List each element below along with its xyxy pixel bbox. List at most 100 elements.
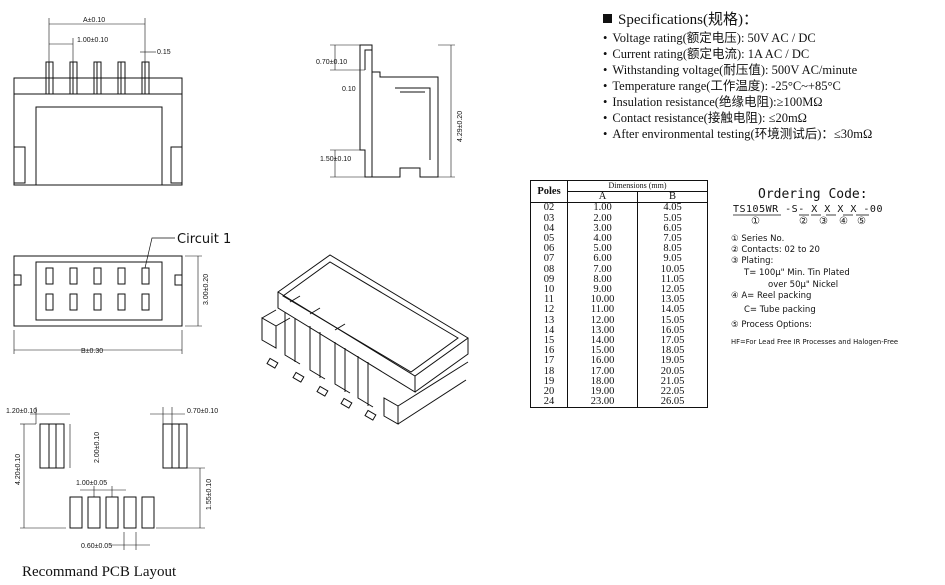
top-dim-pin-width: 0.15	[157, 49, 171, 56]
option-plating: ③ Plating:	[731, 256, 774, 266]
b-cell: 6.05	[637, 223, 708, 235]
side-dim-base: 1.50±0.10	[320, 156, 351, 163]
b-cell: 16.05	[637, 325, 708, 337]
b-cell: 19.05	[637, 356, 708, 367]
a-cell: 23.00	[567, 397, 638, 409]
column-a-header: A	[567, 191, 638, 204]
option-contacts: ② Contacts: 02 to 20	[731, 245, 820, 255]
option-plating-nickel: over 50μ" Nickel	[768, 280, 839, 290]
top-view-drawing	[13, 18, 183, 186]
specifications-block: Specifications(规格)： Voltage rating(额定电压)…	[603, 12, 943, 142]
spec-current: Current rating(额定电流): 1A AC / DC	[603, 46, 943, 62]
side-view-drawing	[330, 44, 455, 178]
pcb-layout-drawing	[20, 407, 205, 550]
spec-temperature: Temperature range(工作温度): -25°C~+85°C	[603, 78, 943, 94]
column-b-header: B	[637, 191, 708, 204]
code-underlines	[733, 214, 869, 216]
spec-insulation: Insulation resistance(绝缘电阻):≥100MΩ	[603, 94, 943, 110]
circuit-1-label: Circuit 1	[177, 232, 231, 247]
pole-cell: 24	[530, 397, 568, 409]
spec-withstanding-voltage: Withstanding voltage(耐压值): 500V AC/minut…	[603, 62, 943, 78]
spec-voltage: Voltage rating(额定电压): 50V AC / DC	[603, 30, 943, 46]
b-cell: 18.05	[637, 345, 708, 357]
pcb-dim-left-pad: 1.20±0.10	[6, 408, 37, 415]
b-cell: 13.05	[637, 294, 708, 306]
option-process: ⑤ Process Options:	[731, 320, 812, 330]
b-cell: 21.05	[637, 376, 708, 388]
b-cell: 26.05	[637, 397, 708, 409]
b-cell: 9.05	[637, 254, 708, 265]
b-cell: 20.05	[637, 366, 708, 377]
pcb-dim-total-height: 4.20±0.10	[15, 454, 22, 485]
top-dim-a: A±0.10	[83, 17, 105, 24]
b-cell: 8.05	[637, 243, 708, 255]
specifications-list: Voltage rating(额定电压): 50V AC / DC Curren…	[603, 30, 943, 142]
marker-4: ④	[839, 216, 848, 227]
b-cell: 10.05	[637, 264, 708, 275]
spec-after-testing: After environmental testing(环境测试后)：≤30mΩ	[603, 126, 943, 142]
marker-1: ①	[751, 216, 760, 227]
b-cell: 5.05	[637, 213, 708, 224]
side-dim-height: 4.29±0.20	[457, 111, 464, 142]
ordering-code-title: Ordering Code:	[758, 187, 868, 202]
ordering-code-string: TS105WR -S- X X X X -00	[733, 204, 883, 215]
option-halogen-free: HF=For Lead Free IR Processes and Haloge…	[731, 338, 899, 346]
b-cell: 12.05	[637, 284, 708, 296]
b-cell: 14.05	[637, 305, 708, 316]
a-cell: 1.00	[567, 203, 638, 214]
side-dim-offset: 0.10	[342, 86, 356, 93]
side-dim-top: 0.70±0.10	[316, 59, 347, 66]
b-cell: 17.05	[637, 335, 708, 347]
option-series: ① Series No.	[731, 234, 785, 244]
front-view-drawing	[13, 237, 202, 354]
pcb-dim-right-pad: 0.70±0.10	[187, 408, 218, 415]
b-cell: 7.05	[637, 233, 708, 245]
pcb-dim-pitch: 1.00±0.05	[76, 480, 107, 487]
b-cell: 15.05	[637, 315, 708, 326]
isometric-view-drawing	[261, 254, 469, 425]
marker-2: ②	[799, 216, 808, 227]
dimensions-header: Dimensions (mm)	[567, 179, 708, 193]
b-cell: 11.05	[637, 274, 708, 286]
spec-contact-resistance: Contact resistance(接触电阻): ≤20mΩ	[603, 110, 943, 126]
b-cell: 22.05	[637, 386, 708, 398]
pcb-dim-pad-height: 2.00±0.10	[94, 432, 101, 463]
pcb-dim-offset: 1.55±0.10	[206, 479, 213, 510]
specifications-title: Specifications(规格)：	[618, 12, 758, 28]
top-dim-pitch: 1.00±0.10	[77, 37, 108, 44]
front-dim-depth: 3.00±0.20	[203, 274, 210, 305]
b-cell: 4.05	[637, 203, 708, 214]
option-tube-packing: C= Tube packing	[744, 305, 816, 315]
pcb-layout-caption: Recommand PCB Layout	[22, 564, 177, 580]
option-reel-packing: ④ A= Reel packing	[731, 291, 812, 301]
marker-5: ⑤	[857, 216, 866, 227]
marker-3: ③	[819, 216, 828, 227]
poles-header: Poles	[530, 179, 568, 204]
front-dim-b: B±0.30	[81, 348, 103, 355]
option-plating-tin: T= 100μ" Min. Tin Plated	[744, 268, 850, 278]
pcb-dim-pad-width: 0.60±0.05	[81, 543, 112, 550]
bullet-square-icon	[603, 14, 612, 23]
